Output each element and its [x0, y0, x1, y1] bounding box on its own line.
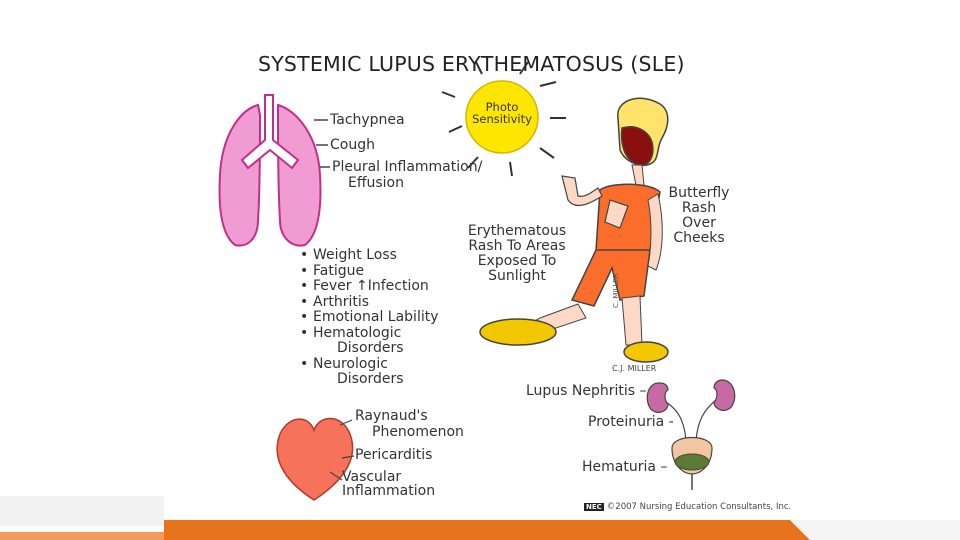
- heart-label-raynauds: Raynaud's: [355, 408, 428, 424]
- lungs-drawing: [218, 94, 322, 247]
- lung-label-tachypnea: Tachypnea: [330, 112, 405, 128]
- kidney-label-hematuria: Hematuria –: [582, 459, 668, 475]
- kidney-label-nephritis: Lupus Nephritis –: [526, 383, 647, 399]
- left-gray-bar: [0, 496, 164, 526]
- butterfly-label: Butterfly Rash Over Cheeks: [664, 186, 734, 246]
- lung-label-cough: Cough: [330, 137, 375, 153]
- symptom-list: •Weight Loss •Fatigue •Fever ↑Infection …: [300, 247, 439, 388]
- sun-label-line: Sensitivity: [472, 112, 532, 126]
- kidney-label-proteinuria: Proteinuria -: [588, 414, 674, 430]
- lung-label-effusion: Effusion: [348, 175, 404, 191]
- erythematous-label-line: Rash To Areas: [468, 238, 566, 254]
- sun-label-line: Photo: [485, 100, 519, 114]
- orange-bar: [164, 520, 810, 540]
- heart-label-vascular: Vascular: [342, 469, 402, 485]
- copyright-notice: NEC©2007 Nursing Education Consultants, …: [584, 502, 791, 512]
- butterfly-label-line: Butterfly: [668, 185, 730, 201]
- page-title: SYSTEMIC LUPUS ERYTHEMATOSUS (SLE): [258, 52, 685, 76]
- heart-label-inflammation: Inflammation: [342, 483, 436, 499]
- butterfly-label-line: Cheeks: [673, 230, 725, 246]
- heart-label-phenomenon: Phenomenon: [372, 424, 464, 440]
- list-item: •Weight Loss: [300, 247, 397, 263]
- kidney-drawing: [646, 379, 736, 490]
- lung-label-pleural: Pleural Inflammation/: [332, 159, 483, 175]
- butterfly-label-line: Over: [682, 215, 716, 231]
- erythematous-label-line: Sunlight: [488, 268, 546, 284]
- butterfly-label-line: Rash: [681, 200, 717, 216]
- sun-label: Photo Sensitivity: [468, 101, 536, 125]
- heart-drawing: [276, 417, 355, 501]
- nec-logo: NEC: [584, 503, 604, 511]
- artist-credit: C.J. MILLER: [612, 364, 657, 373]
- woman-figure: [479, 97, 669, 363]
- list-item: •Fever ↑Infection: [300, 278, 429, 294]
- erythematous-label-line: Exposed To: [477, 253, 557, 269]
- list-item: •Fatigue: [300, 262, 365, 279]
- artist-signature: C. MILLER: [612, 273, 620, 308]
- list-item: •Emotional Lability: [300, 309, 439, 325]
- copyright-text: ©2007 Nursing Education Consultants, Inc…: [606, 502, 792, 512]
- sun-drawing: [441, 61, 566, 177]
- erythematous-label-line: Erythematous: [467, 223, 567, 239]
- heart-label-pericarditis: Pericarditis: [355, 447, 433, 463]
- list-item: •Arthritis: [300, 293, 370, 310]
- erythematous-label: Erythematous Rash To Areas Exposed To Su…: [466, 224, 568, 284]
